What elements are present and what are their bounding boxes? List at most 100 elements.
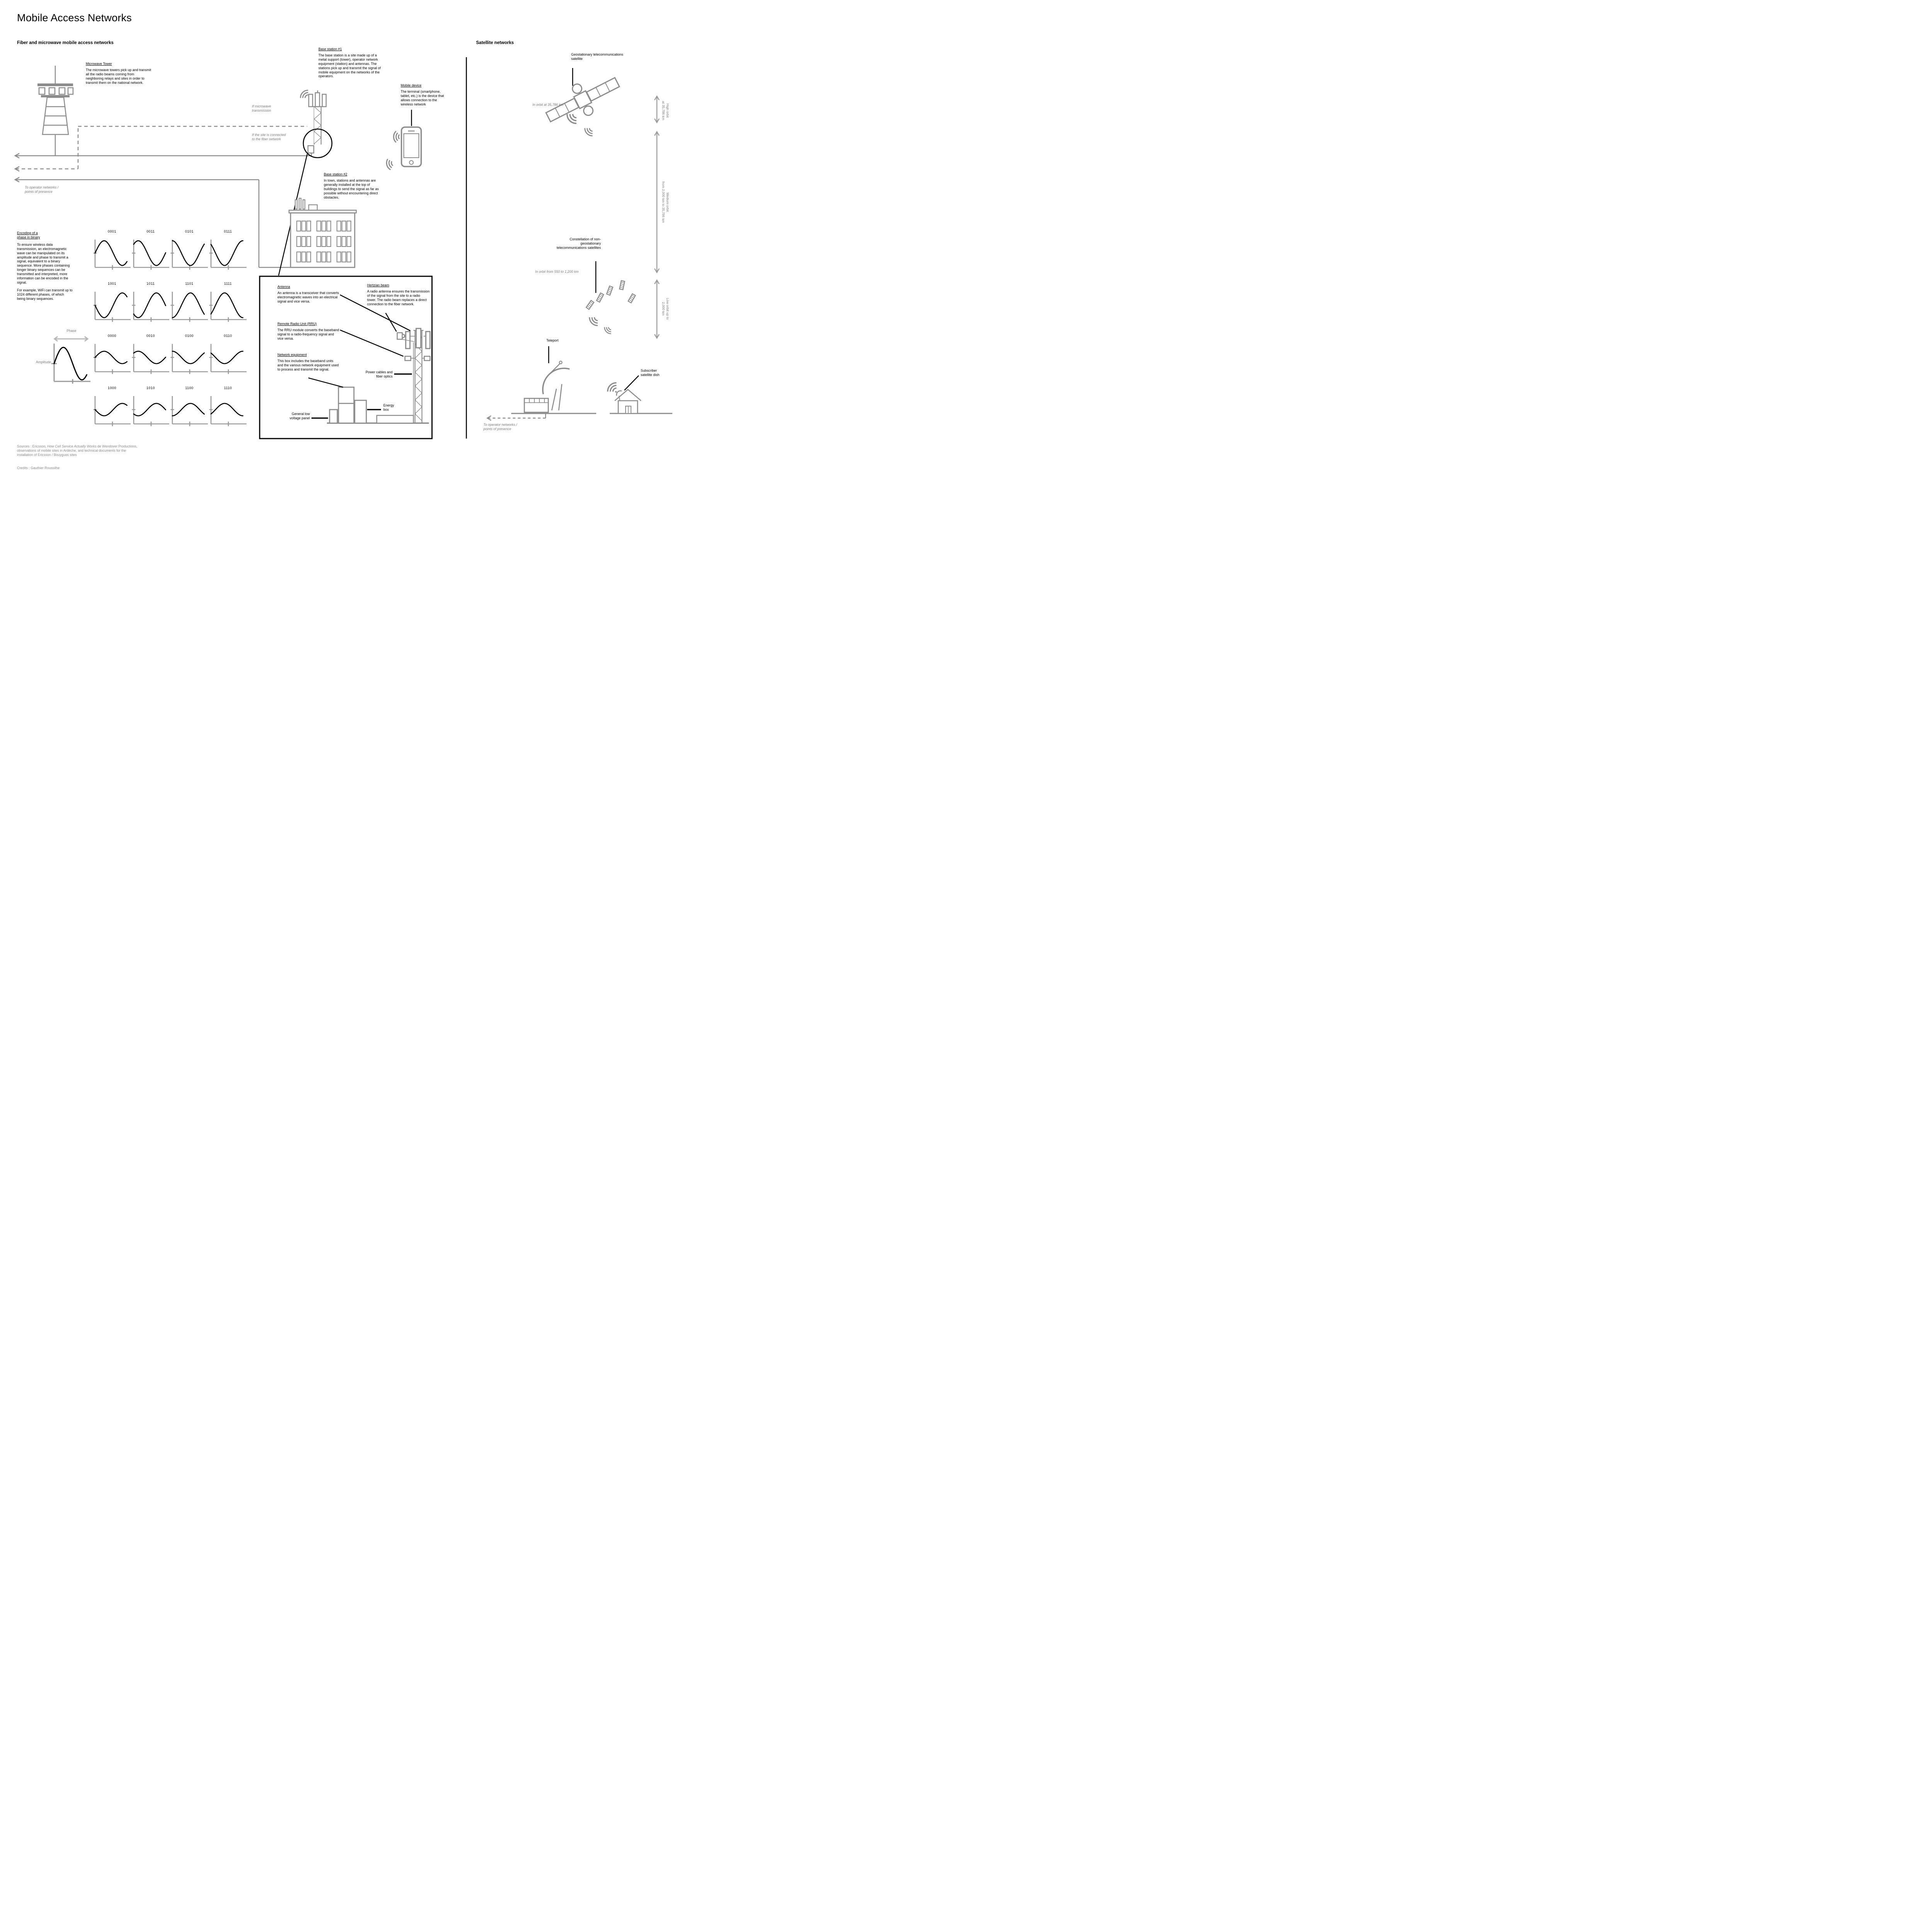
orbit-label-medium: Medium orbit from 2,000 km to 35,786 km [662, 181, 670, 223]
microwave-tower-heading: Microwave Tower [86, 62, 112, 66]
to-operator-dashed-arrow [486, 413, 546, 421]
waveform-plot [132, 396, 169, 426]
waveform-1111: 1111 [209, 282, 247, 324]
waveform-0011: 0011 [131, 230, 170, 272]
geo-orbit-label: In orbit at 35,786 km [532, 103, 564, 107]
geostationary-satellite-illustration [545, 77, 621, 122]
waveform-binary-label: 0101 [185, 230, 194, 233]
sources-note: Sources : Ericsson, How Cell Service Act… [17, 444, 141, 457]
fiber-lines [14, 126, 312, 268]
teleport-label: Teleport [546, 338, 559, 342]
zoom-circle [303, 128, 333, 158]
waveform-plot [132, 344, 169, 374]
waveform-binary-label: 1011 [146, 282, 155, 286]
subscriber-pointer-line [624, 375, 639, 391]
smartphone-illustration [384, 110, 422, 171]
network-equipment-note: Network equipment This box includes the … [277, 353, 339, 372]
waveform-plot [93, 240, 131, 270]
site-detail-pointer-lines [308, 294, 412, 419]
waveform-1100: 1100 [170, 386, 209, 429]
phase-arrow [53, 336, 89, 342]
antenna-body: An antenna is a transceiver that convert… [277, 291, 339, 303]
rru-heading: Remote Radio Unit (RRU) [277, 322, 317, 326]
waveform-binary-label: 1000 [108, 386, 116, 390]
phase-label: Phase [66, 329, 77, 333]
base-station-1-illustration [298, 88, 327, 154]
house-illustration [605, 380, 672, 414]
antenna-note: Antenna An antenna is a transceiver that… [277, 285, 339, 304]
waveform-0111: 0111 [209, 230, 247, 272]
base-station-2-note: Base station #2 In town, stations and an… [324, 172, 381, 199]
hertzian-body: A radio antenna ensures the transmission… [367, 289, 430, 306]
building-windows [296, 221, 351, 262]
waveform-plot [170, 344, 208, 374]
antenna-heading: Antenna [277, 285, 290, 289]
site-detail-box [259, 276, 433, 439]
orbit-label-low: Low orbit up to 2,000 km [662, 298, 670, 320]
waveform-1000: 1000 [93, 386, 131, 429]
waveform-0010: 0010 [131, 334, 170, 376]
encoding-para1: To ensure wireless data transmission, an… [17, 242, 70, 284]
waveform-binary-label: 0100 [185, 334, 194, 338]
to-operator-right-label: To operator networks / points of presenc… [483, 423, 517, 431]
base-station-1-heading: Base station #1 [318, 47, 342, 51]
microwave-tower-note: Microwave Tower The microwave towers pic… [86, 62, 152, 85]
waveform-1110: 1110 [209, 386, 247, 429]
base-station-1-note: Base station #1 The base station is a si… [318, 47, 383, 78]
if-fiber-label: If the site is connected to the fiber ne… [252, 133, 286, 141]
waveform-plot [209, 292, 247, 322]
rru-body: The RRU module converts the baseband sig… [277, 328, 339, 340]
energy-box-label: Energy box [383, 403, 394, 412]
to-operator-left-label: To operator networks / points of presenc… [25, 185, 59, 194]
page-title: Mobile Access Networks [17, 12, 132, 24]
waveform-binary-label: 1001 [108, 282, 116, 286]
subscriber-label: Subscriber satellite dish [641, 369, 660, 377]
sources-title: How Cell Service Actually Works [47, 444, 97, 448]
base-station-2-heading: Base station #2 [324, 172, 347, 176]
waveform-plot [209, 240, 247, 270]
constellation-label: Constellation of non- geostationary tele… [556, 237, 601, 250]
waveform-binary-label: 1101 [185, 282, 194, 286]
encoding-note: Encoding of a phase in binary To ensure … [17, 231, 73, 301]
orbit-label-high: High orbit at 35,786 km [662, 101, 670, 121]
hertzian-note: Hertzian beam A radio antenna ensures th… [367, 283, 430, 306]
reference-wave-plot [51, 336, 90, 384]
waveform-0110: 0110 [209, 334, 247, 376]
waveform-1011: 1011 [131, 282, 170, 324]
waveform-binary-label: 0111 [224, 230, 232, 233]
network-equipment-heading: Network equipment [277, 353, 307, 357]
microwave-tower-body: The microwave towers pick up and transmi… [86, 68, 151, 85]
waveform-plot [132, 240, 169, 270]
geo-satellite-label: Geostationary telecommunications satelli… [571, 53, 623, 61]
waveform-0101: 0101 [170, 230, 209, 272]
reference-wave-curve [53, 347, 87, 381]
fiber-section-header: Fiber and microwave mobile access networ… [17, 41, 114, 45]
waveform-plot [93, 396, 131, 426]
site-detail-illustration [327, 328, 431, 424]
waveform-1001: 1001 [93, 282, 131, 324]
waveform-plot [132, 292, 169, 322]
waveform-binary-label: 1111 [224, 282, 232, 286]
constellation-orbit-label: In orbit from 550 to 1,200 km [535, 270, 579, 274]
waveform-binary-label: 0000 [108, 334, 116, 338]
low-voltage-label: General low voltage panel [289, 412, 310, 420]
waveform-0100: 0100 [170, 334, 209, 376]
encoding-heading: Encoding of a phase in binary [17, 231, 40, 239]
mobile-device-heading: Mobile device [401, 83, 422, 87]
base-station-1-body: The base station is a site made up of a … [318, 53, 381, 78]
base-station-2-body: In town, stations and antennas are gener… [324, 178, 379, 199]
waveform-plot [93, 292, 131, 322]
waveform-binary-label: 0001 [108, 230, 116, 233]
mobile-device-note: Mobile device The terminal (smartphone, … [401, 83, 449, 107]
waveform-binary-label: 1100 [185, 386, 194, 390]
sources-suffix: de Wendover Productions, observations of… [17, 444, 138, 457]
encoding-para2: For example, WiFi can transmit up to 102… [17, 288, 73, 301]
network-equipment-body: This box includes the baseband units and… [277, 359, 339, 371]
waveform-plot [209, 396, 247, 426]
waveform-0000: 0000 [93, 334, 131, 376]
mobile-device-body: The terminal (smartphone, tablet, etc.) … [401, 89, 444, 106]
waveform-0001: 0001 [93, 230, 131, 272]
credits-note: Credits : Gauthier Roussilhe [17, 466, 60, 470]
waveform-plot [93, 344, 131, 374]
waveform-1101: 1101 [170, 282, 209, 324]
